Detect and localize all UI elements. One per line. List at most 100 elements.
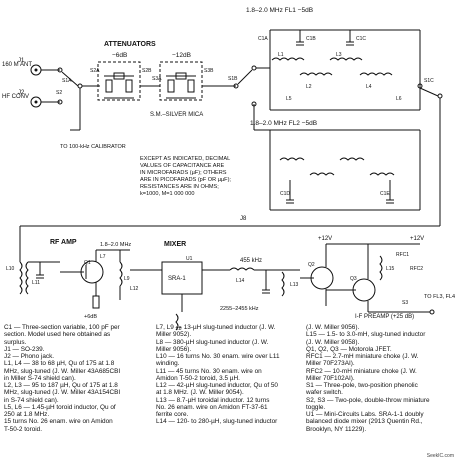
note-block: EXCEPT AS INDICATED, DECIMAL VALUES OF C…: [140, 156, 231, 197]
parts-line: L14 — 120- to 280-µH, slug-tuned inducto…: [156, 418, 278, 426]
note-line: RESISTANCES ARE IN OHMS;: [140, 184, 219, 190]
antenna-jack-j1: [30, 64, 60, 76]
parts-line: S2, S3 — Two-pole, double-throw miniatur…: [306, 396, 430, 404]
att-12db-label: −12dB: [172, 52, 191, 59]
parts-list-right: (J. W. Miller 9056). L15 — 1.5- to 3.0-m…: [306, 324, 458, 433]
note-line: VALUES OF CAPACITANCE ARE: [140, 163, 225, 169]
parts-line: ferrite core.: [156, 411, 189, 418]
parts-line: winding.: [156, 360, 180, 368]
parts-line: L5, L6 — 1.45-µH toroid inductor, Qu of: [4, 403, 116, 411]
component-label: C1C: [356, 36, 366, 42]
component-label: L11: [32, 280, 40, 286]
silver-mica-label: S.M.–SILVER MICA: [150, 112, 203, 118]
freq-455-label: 455 kHz: [240, 258, 262, 264]
component-label: S2: [56, 90, 62, 96]
parts-line: S1 — Three-pole, two-position phenolic: [306, 382, 418, 389]
j8-label: J8: [240, 216, 247, 222]
component-label: S1B: [228, 76, 238, 82]
parts-line: Miller 70F273AI).: [306, 360, 355, 368]
parts-line: L13 — 8.7-µH toroidal inductor. 12 turns: [156, 396, 270, 404]
component-label: L12: [130, 286, 139, 292]
component-label: U1: [186, 256, 193, 262]
component-label: C1E: [380, 191, 390, 197]
antenna-jack-j2: [30, 96, 60, 108]
component-label: S3: [402, 300, 408, 306]
component-label: L3: [336, 52, 342, 58]
parts-line: L10 — 16 turns No. 30 enam. wire over L1…: [156, 353, 280, 360]
component-label: L9: [124, 276, 130, 282]
volt-label-2: +12V: [410, 236, 424, 242]
att-6db-label: −6dB: [112, 52, 127, 59]
parts-line: in Miller S-74 shield can).: [4, 374, 76, 382]
rf-amp-label: RF AMP: [50, 239, 77, 246]
parts-line: Miller 70F102AI).: [306, 374, 355, 382]
parts-line: 15 turns No. 26 enam. wire on Amidon: [4, 418, 113, 426]
sra-label: SRA-1: [168, 276, 186, 282]
parts-line: RFC1 — 2.7-mH miniature choke (J. W.: [306, 353, 419, 360]
if-preamp-label: I-F PREAMP (+25 dB): [355, 314, 414, 320]
j2-label: J2: [18, 90, 25, 96]
component-label: L2: [306, 84, 312, 90]
component-label: L4: [366, 84, 372, 90]
component-label: L13: [290, 282, 299, 288]
component-label: C1D: [280, 191, 290, 197]
component-designators: S1A S2A S2B S3A S3B S1B S1C C1A C1B C1C …: [6, 36, 434, 332]
filter-fl1: [256, 29, 421, 111]
parts-line: L7, L9 — 13-µH slug-tuned inductor (J. W…: [156, 324, 276, 331]
component-label: Q3: [350, 276, 357, 282]
parts-line: section. Model used here obtained as: [4, 331, 111, 339]
component-label: S2B: [142, 68, 152, 74]
component-label: L7: [100, 254, 106, 260]
parts-line: L8 — 380-µH slug-tuned inductor (J. W.: [156, 338, 269, 346]
filter-fl2: [253, 104, 421, 211]
component-label: L1: [278, 52, 284, 58]
component-label: Q2: [308, 262, 315, 268]
if-filter-455: [229, 267, 300, 297]
to-fl-label: TO FL3, FL4: [424, 294, 455, 300]
component-label: S1C: [424, 78, 434, 84]
parts-line: Miller 9052).: [156, 331, 192, 339]
attenuators-title: ATTENUATORS: [104, 41, 156, 48]
component-label: S2A: [90, 68, 100, 74]
parts-line: C1 — Three-section variable, 100 pF per: [4, 324, 120, 331]
component-label: L8: [176, 326, 182, 332]
parts-line: L15 — 1.5- to 3.0-mH, slug-tuned inducto…: [306, 331, 426, 339]
component-label: RFC1: [396, 252, 409, 258]
parts-line: L11 — 45 turns No. 30 enam. wire on: [156, 367, 262, 375]
parts-line: 250 at 1.8 MHz.: [4, 411, 50, 418]
source-credit: SeekIC.com: [426, 453, 454, 459]
component-label: S3B: [204, 68, 214, 74]
parts-line: at 1.8 MHz. (J. W. Miller 9054).: [156, 389, 244, 397]
ant-hf-label: HF CONV: [2, 94, 29, 100]
mixer-u1: [130, 261, 230, 331]
mixer-label: MIXER: [164, 241, 186, 248]
component-label: C1A: [258, 36, 268, 42]
note-line: k=1000, M=1 000 000: [140, 191, 194, 197]
component-label: L15: [386, 266, 395, 272]
parts-line: toggle.: [306, 403, 326, 411]
parts-line: MHz, slug-tuned (J. W. Miller 43A154CBI: [4, 389, 121, 397]
note-line: IN MICROFARADS (µF); OTHERS: [140, 170, 227, 176]
parts-line: in S-74 shield can).: [4, 396, 59, 404]
parts-line: L1, L4 — 38 to 68 µH, Qu of 175 at 1.8: [4, 360, 115, 368]
component-label: L14: [236, 278, 245, 284]
attenuator-6db: [97, 61, 141, 101]
component-label: L6: [396, 96, 402, 102]
parts-line: (J. W. Miller 9058).: [306, 338, 360, 346]
parts-line: J1 — SO-239.: [4, 345, 45, 353]
parts-line: U1 — Mini-Circuits Labs. SRA-1-1 doubly: [306, 411, 424, 418]
parts-line: wafer switch.: [306, 389, 343, 397]
if-preamp: [300, 243, 435, 315]
j1-label: J1: [18, 58, 25, 64]
parts-line: RFC2 — 10-mH miniature choke (J. W.: [306, 367, 417, 375]
parts-line: MHz, slug-tuned (J. W. Miller 43A685CBI: [4, 367, 121, 375]
switch-s1a: [57, 67, 83, 105]
switch-s1c: [417, 83, 443, 226]
parts-line: balanced diode mixer (2913 Quentin Rd.,: [306, 418, 423, 426]
component-label: S3A: [152, 76, 162, 82]
component-label: L5: [286, 96, 292, 102]
parts-line: surplus.: [4, 338, 27, 346]
parts-line: T-50-2 toroid.: [4, 425, 43, 433]
